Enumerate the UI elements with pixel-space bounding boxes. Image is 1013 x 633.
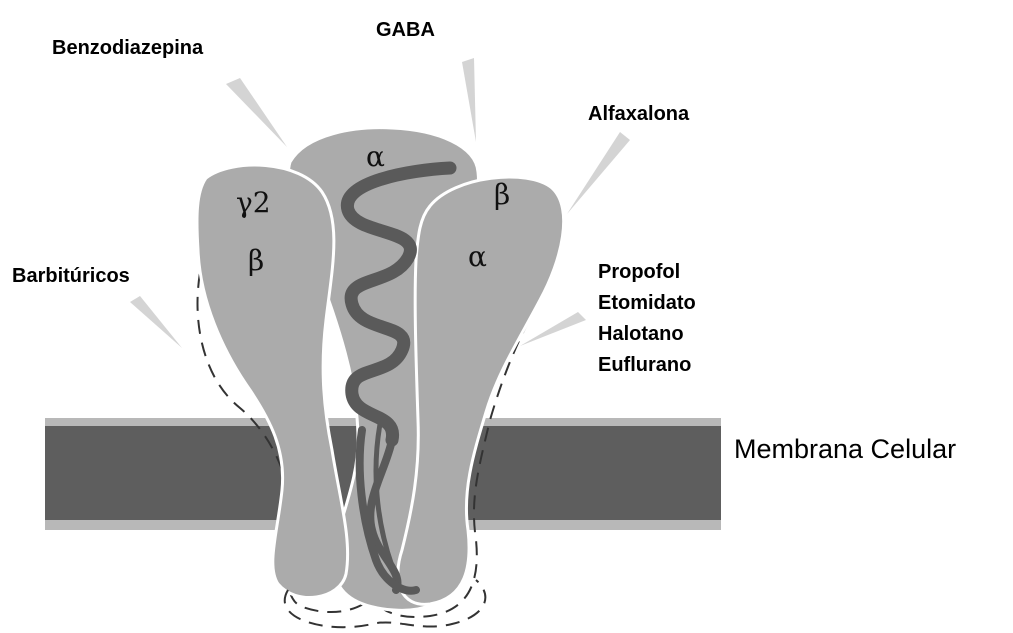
- label-gaba: GABA: [376, 19, 435, 41]
- subunit-left-gamma2-beta: [197, 165, 348, 597]
- pointer-benzodiazepina: [226, 78, 287, 147]
- label-subunit-right-beta: β: [494, 178, 510, 211]
- label-subunit-gamma2: γ2: [236, 186, 271, 219]
- label-subunit-right-alpha: α: [468, 240, 487, 273]
- label-etomidato: Etomidato: [598, 292, 696, 314]
- label-propofol: Propofol: [598, 261, 680, 283]
- label-benzodiazepina: Benzodiazepina: [52, 37, 204, 59]
- label-membrana-celular: Membrana Celular: [734, 434, 956, 464]
- pointer-barbituricos: [130, 296, 182, 348]
- label-halotano: Halotano: [598, 323, 684, 345]
- pointer-gaba: [462, 58, 476, 142]
- pointer-alfaxalona: [567, 132, 630, 214]
- label-barbituricos: Barbitúricos: [12, 265, 130, 287]
- label-subunit-left-beta: β: [248, 244, 264, 277]
- label-subunit-center-alpha: α: [366, 140, 385, 173]
- label-euflurano: Euflurano: [598, 354, 691, 376]
- label-alfaxalona: Alfaxalona: [588, 103, 690, 125]
